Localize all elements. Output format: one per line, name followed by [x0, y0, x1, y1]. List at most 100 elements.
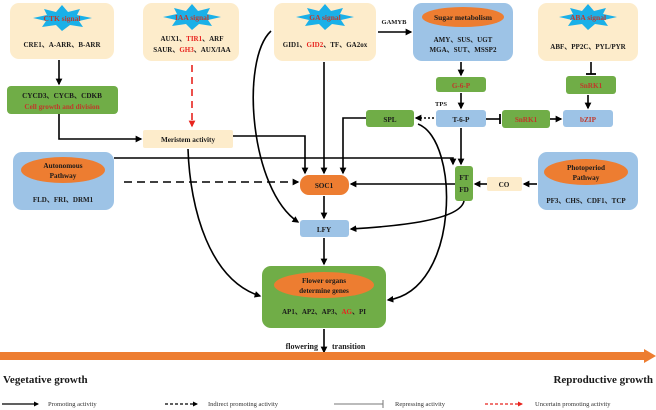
t6p-node: T-6-P	[436, 110, 486, 127]
iaa-signal-box: IAA signal AUX1、TIR1、ARF SAUR、GH3、AUX/IA…	[143, 3, 239, 61]
vegetative-growth-label: Vegetative growth	[3, 374, 88, 386]
gene-text: AP1、AP2、AP3、	[282, 308, 342, 316]
bzip-label: bZIP	[580, 116, 597, 124]
ctk-signal-box: CTK signal CRE1、A-ARR、B-ARR	[10, 3, 114, 59]
ft-label: FT	[459, 174, 468, 182]
meristem-activity-node: Meristem activity	[143, 130, 233, 148]
gene-text: ABF、PP2C、PYL/PYR	[550, 43, 626, 51]
sugar-metabolism-ellipse	[422, 7, 504, 27]
timeline: flowering transition Vegetative growth R…	[0, 342, 656, 386]
t6p-label: T-6-P	[453, 116, 471, 124]
ft-fd-node: FT FD	[455, 166, 473, 201]
iaa-signal-title: IAA signal	[175, 13, 209, 22]
photoperiod-ellipse	[544, 159, 628, 185]
autonomous-title-2: Pathway	[50, 172, 77, 180]
ctk-genes: CRE1、A-ARR、B-ARR	[24, 41, 102, 49]
lfy-node: LFY	[300, 220, 349, 237]
arrow-spl-to-soc1	[339, 117, 366, 175]
cell-growth-label: Cell growth and division	[24, 103, 99, 111]
gene-text: GID1、	[283, 41, 307, 49]
lfy-label: LFY	[317, 226, 332, 234]
ga-signal-box: GA signal GID1、GID2、TF、GA2ox	[274, 3, 376, 61]
arrow-ft-to-lfy	[349, 200, 465, 233]
snrk1-mid-label: SnRK1	[515, 116, 538, 124]
arrow-meristem-to-soc1	[233, 135, 309, 175]
gene-text: AUX1、	[160, 35, 186, 43]
snrk1-top-label: SnRK1	[580, 82, 603, 90]
fd-label: FD	[459, 186, 469, 194]
timeline-arrow	[0, 349, 656, 363]
gene-text: 、AUX/IAA	[194, 46, 231, 54]
autonomous-title-1: Autonomous	[43, 162, 82, 170]
gene-text: 、PI	[352, 308, 366, 316]
photoperiod-title-1: Photoperiod	[567, 164, 605, 172]
co-label: CO	[499, 181, 510, 189]
ctk-signal-title: CTK signal	[44, 14, 81, 23]
arrow-ga-curve-to-lfy	[252, 30, 300, 223]
cycd-genes: CYCD3、CYCB、CDKB	[22, 92, 102, 100]
sugar-metabolism-title: Sugar metabolism	[434, 13, 493, 22]
g6p-node: G-6-P	[436, 77, 486, 92]
aba-genes: ABF、PP2C、PYL/PYR	[550, 43, 626, 51]
legend-item-promoting: Promoting activity	[2, 401, 97, 408]
arrow-cycd-to-meristem	[58, 114, 143, 143]
soc1-label: SOC1	[315, 182, 334, 190]
burst-icon	[296, 4, 354, 30]
ga-genes: GID1、GID2、TF、GA2ox	[283, 41, 368, 49]
meristem-activity-label: Meristem activity	[161, 136, 215, 144]
co-node: CO	[487, 177, 522, 191]
ga-signal-title: GA signal	[309, 13, 340, 22]
burst-icon	[559, 4, 617, 30]
cycd-node: CYCD3、CYCB、CDKB Cell growth and division	[7, 86, 118, 114]
legend: Promoting activity Indirect promoting ac…	[2, 400, 611, 408]
flower-organs-genes: AP1、AP2、AP3、AG、PI	[282, 308, 366, 316]
spl-node: SPL	[366, 110, 414, 127]
legend-item-indirect: Indirect promoting activity	[165, 401, 279, 408]
flower-organs-ellipse	[274, 272, 374, 298]
photoperiod-pathway-box: Photoperiod Pathway PF3、CHS、CDF1、TCP	[538, 152, 638, 210]
arrow-spl-to-flower	[386, 123, 448, 303]
legend-label: Repressing activity	[395, 401, 446, 408]
flower-organs-box: Flower organs determine genes AP1、AP2、AP…	[262, 266, 386, 328]
gene-text: CRE1、A-ARR、B-ARR	[24, 41, 102, 49]
iaa-genes-line1: AUX1、TIR1、ARF	[160, 35, 223, 43]
photoperiod-genes: PF3、CHS、CDF1、TCP	[546, 197, 626, 205]
spl-label: SPL	[383, 116, 396, 124]
autonomous-genes: FLD、FRI、DRM1	[33, 196, 94, 204]
legend-label: Promoting activity	[48, 401, 97, 408]
transition-label: transition	[332, 342, 366, 351]
arrows	[55, 28, 596, 354]
legend-item-uncertain: Uncertain promoting activity	[485, 401, 611, 408]
legend-label: Uncertain promoting activity	[535, 401, 611, 408]
soc1-node: SOC1	[300, 175, 349, 195]
iaa-genes-line2: SAUR、GH3、AUX/IAA	[153, 46, 230, 54]
highlighted-gene: AG	[342, 308, 353, 316]
snrk1-mid-node: SnRK1	[502, 110, 550, 128]
gene-text: 、ARF	[202, 35, 223, 43]
burst-icon	[163, 4, 221, 30]
photoperiod-title-2: Pathway	[573, 174, 600, 182]
sugar-genes-line1: AMY、SUS、UGT	[434, 36, 493, 44]
gene-text: 、TF、GA2ox	[323, 41, 367, 49]
tps-label: TPS	[435, 101, 447, 108]
highlighted-gene: GID2	[307, 41, 324, 49]
arrow-meristem-to-flower	[187, 148, 262, 298]
legend-label: Indirect promoting activity	[208, 401, 279, 408]
highlighted-gene: GH3	[179, 46, 194, 54]
arrow-autonomous-to-ft	[114, 157, 457, 166]
reproductive-growth-label: Reproductive growth	[553, 374, 653, 386]
snrk1-top-node: SnRK1	[566, 76, 616, 94]
burst-icon	[33, 5, 92, 31]
aba-signal-box: ABA signal ABF、PP2C、PYL/PYR	[538, 3, 638, 61]
bzip-node: bZIP	[563, 110, 613, 127]
autonomous-pathway-box: Autonomous Pathway FLD、FRI、DRM1	[13, 152, 114, 210]
gamyb-label: GAMYB	[382, 19, 408, 26]
sugar-genes-line2: MGA、SUT、MSSP2	[430, 46, 497, 54]
aba-signal-title: ABA signal	[570, 13, 606, 22]
flower-organs-title-1: Flower organs	[302, 277, 346, 285]
highlighted-gene: TIR1	[186, 35, 202, 43]
gene-text: SAUR、	[153, 46, 179, 54]
autonomous-ellipse	[21, 157, 105, 183]
flowering-label: flowering	[286, 342, 318, 351]
